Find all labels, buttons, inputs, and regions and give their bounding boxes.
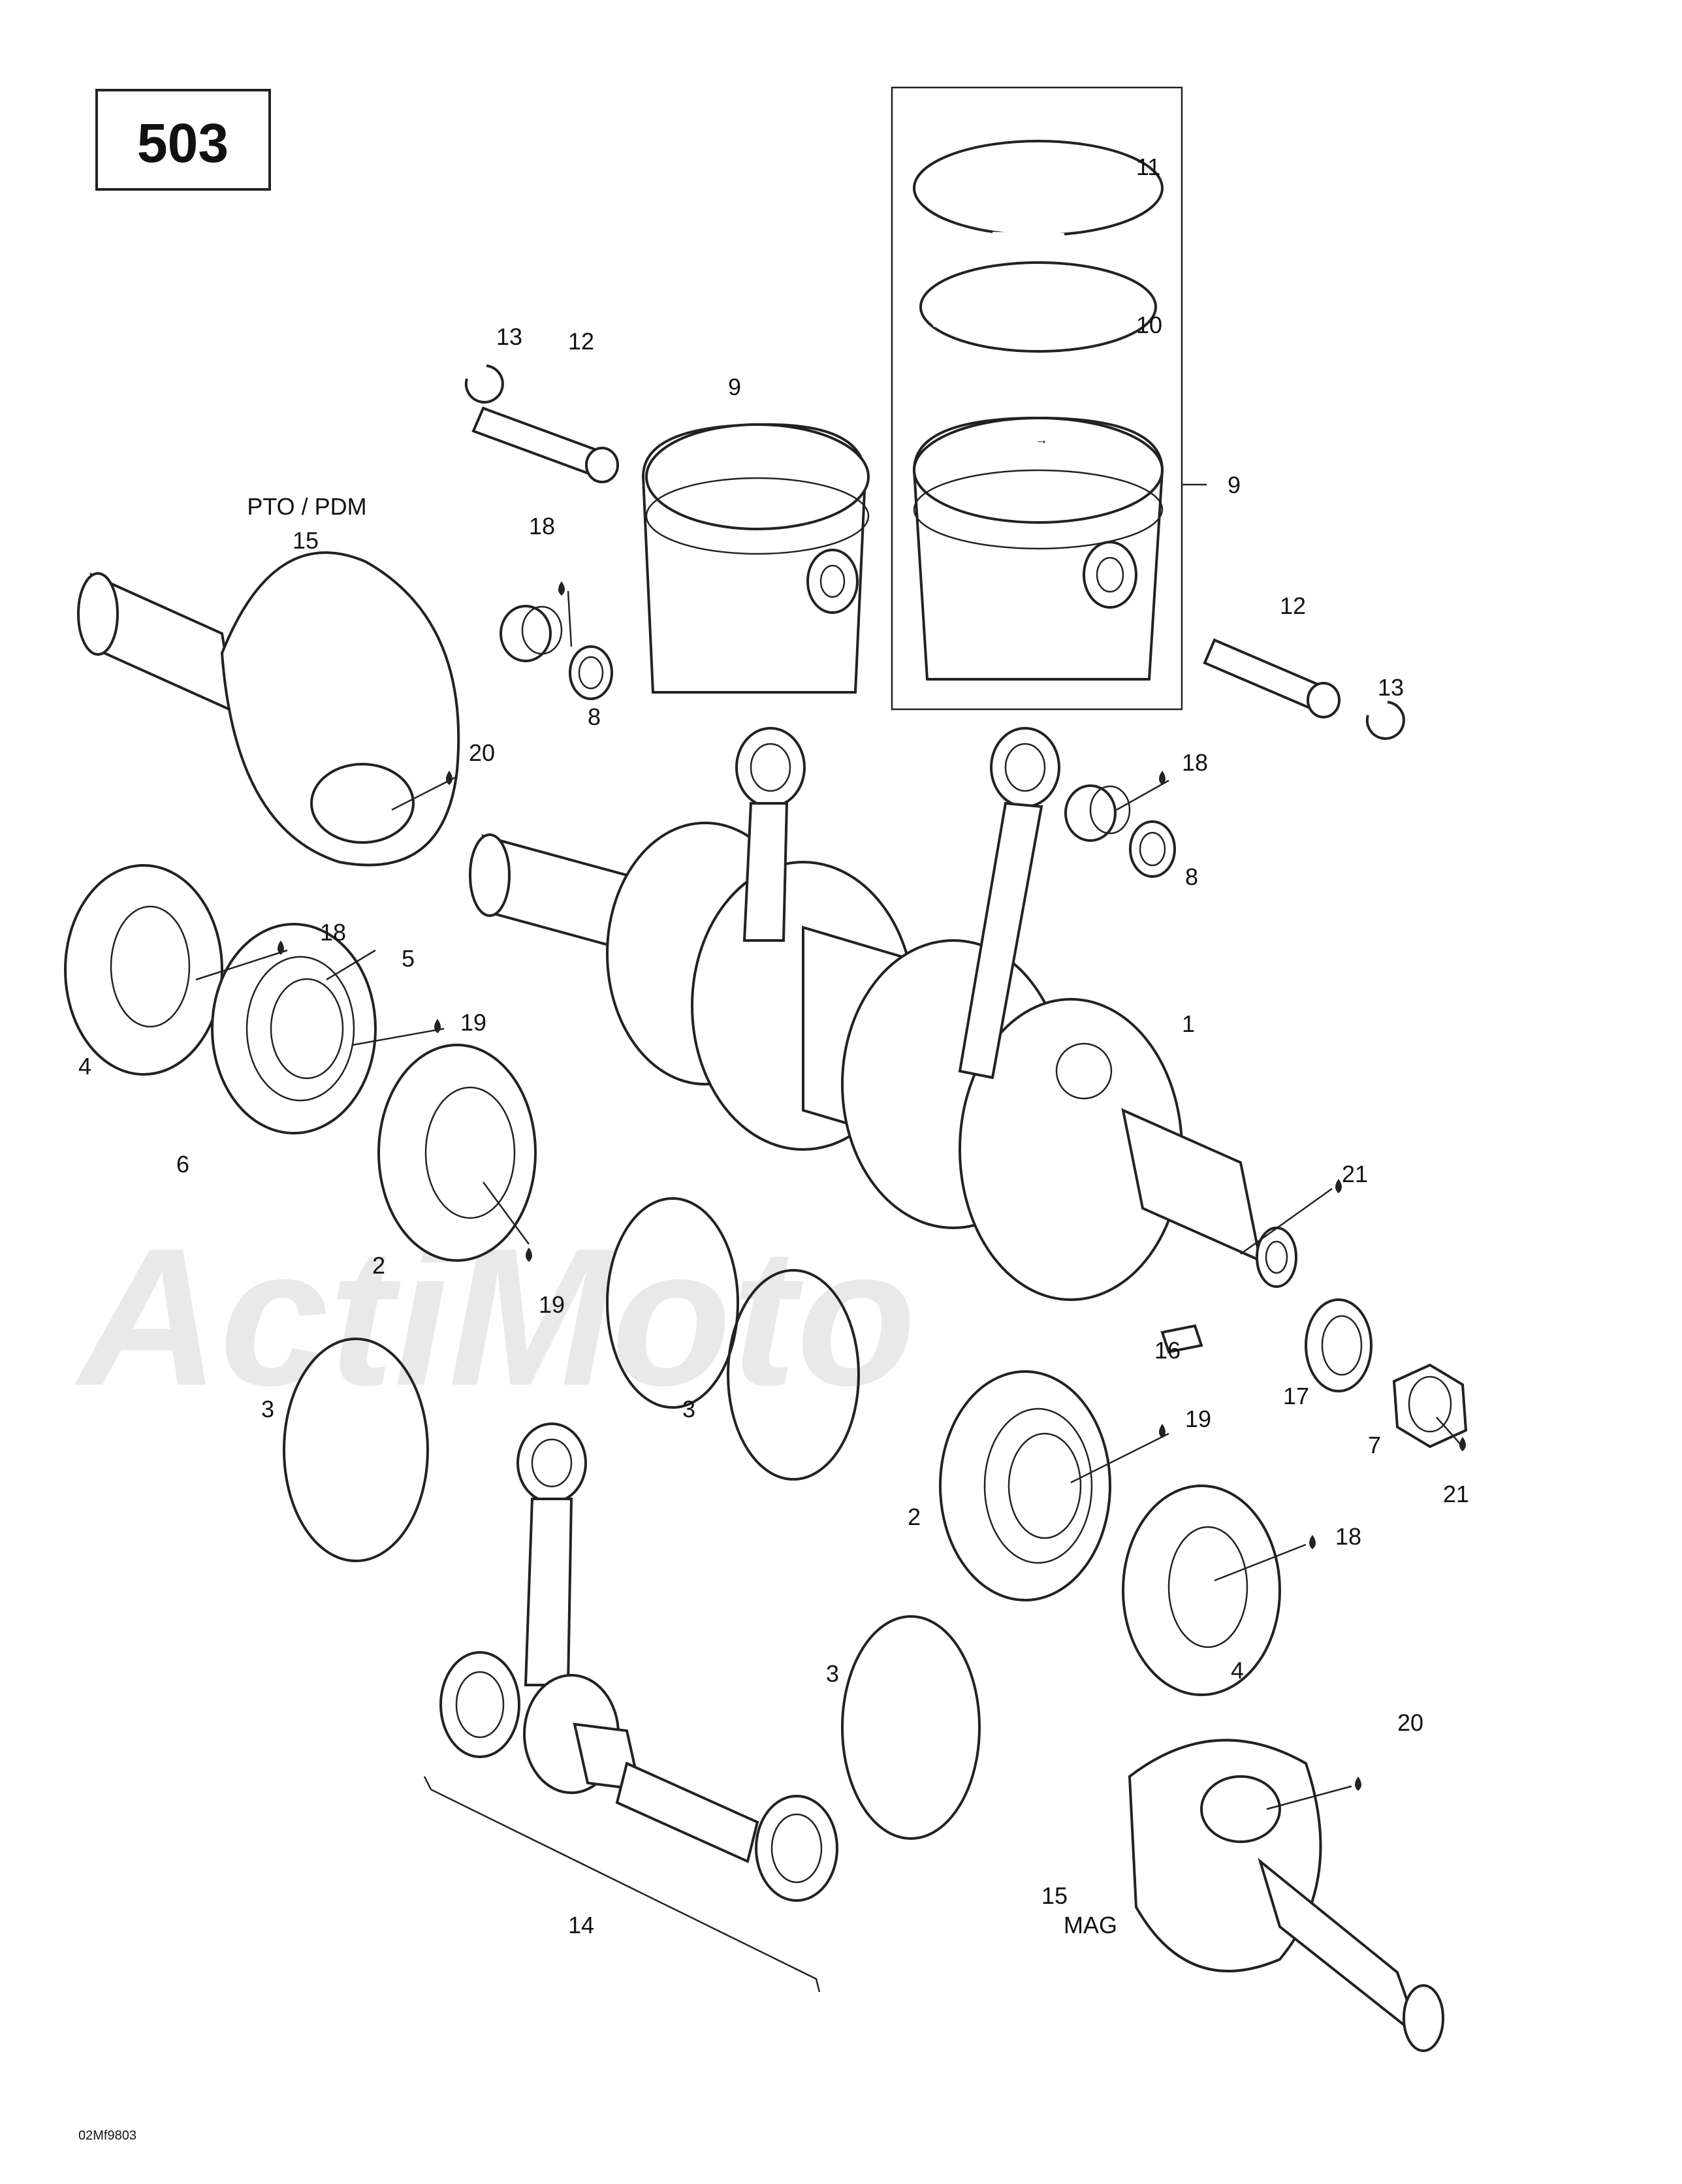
callout: 3 [826,1660,839,1687]
callout: 8 [1185,863,1198,890]
drawing-code: 02Mf9803 [78,2128,136,2143]
callout: 17 [1283,1383,1309,1409]
needle-bearing-top-left [500,605,563,662]
callout: 20 [1397,1709,1423,1736]
oil-seal-mag [1122,1485,1281,1696]
callout: 18 [320,919,346,946]
callout: 21 [1443,1481,1469,1507]
callout: 16 [1154,1337,1181,1364]
callout: 20 [469,739,495,766]
bearing-mag [939,1370,1111,1601]
callout: 13 [1378,674,1404,701]
callout: 11 [1136,153,1160,180]
woodruff-key [1160,1324,1203,1354]
lock-washer [1305,1298,1373,1392]
circlip-left [464,364,504,404]
piston-left [641,423,870,694]
o-ring-c [727,1269,860,1481]
connecting-rod-left [735,727,806,942]
o-ring-d [841,1615,981,1840]
callout: 9 [1228,472,1241,498]
callout: 3 [261,1396,274,1422]
callout: 15 [1041,1882,1068,1909]
callout: 7 [1368,1432,1381,1458]
callout: 6 [176,1151,189,1178]
callout: 18 [529,513,555,539]
callout: 8 [588,703,601,730]
callout: 2 [908,1503,921,1530]
callout: 10 [1136,312,1162,338]
o-ring-b [606,1197,739,1409]
callout: 19 [460,1009,486,1036]
callout: 19 [1185,1405,1211,1432]
callout-numbers: 1 2 2 3 3 3 4 4 5 6 7 8 8 9 9 10 11 12 1… [78,153,1469,1938]
crank-half-mag [1128,1739,1444,2052]
piston-right: → [912,416,1164,681]
callout: 3 [682,1396,695,1422]
callout: 18 [1182,749,1208,776]
piston-pin-left [471,406,619,483]
connecting-rod-kit [439,1422,838,1902]
piston-direction-arrow: → [1035,433,1048,447]
callout: 5 [402,945,415,972]
crank-half-pto [77,551,460,867]
leader-lines [195,590,1463,1810]
callout: 14 [568,1912,594,1938]
pto-pdm-label: PTO / PDM [247,493,366,520]
piston-pin-right [1203,638,1341,718]
callout: 1 [1182,1010,1195,1037]
ball-bearing-pto [211,923,377,1134]
needle-bearing-top-right [1064,784,1131,842]
crankshaft-nut [1392,1363,1468,1449]
bearing-pto-inner [377,1044,537,1262]
callout: 4 [1231,1657,1244,1684]
section-number: 503 [137,112,229,174]
callout: 13 [496,323,522,350]
mag-label: MAG [1064,1912,1117,1938]
callout: 15 [293,527,319,554]
oil-seal-pto [64,864,223,1076]
piston-ring-top [913,140,1164,240]
callout: 2 [372,1252,385,1279]
callout: 9 [728,374,741,400]
thrust-washer-top-left [569,645,613,700]
callout: 4 [78,1053,91,1080]
callout: 19 [539,1291,565,1318]
piston-ring-second [919,261,1157,353]
circlip-right [1365,701,1405,740]
thrust-washer-top-right [1129,820,1176,878]
kit-bracket-line [423,1776,821,1993]
o-ring-a [283,1338,429,1562]
piston-kit-frame [891,86,1183,711]
callout: 18 [1335,1523,1361,1550]
callout: 12 [1280,592,1306,619]
callout: 12 [568,328,594,355]
section-number-box [95,89,271,191]
crankshaft-assembly [469,822,1297,1301]
connecting-rod-right [958,727,1060,1080]
callout: 21 [1342,1161,1368,1187]
